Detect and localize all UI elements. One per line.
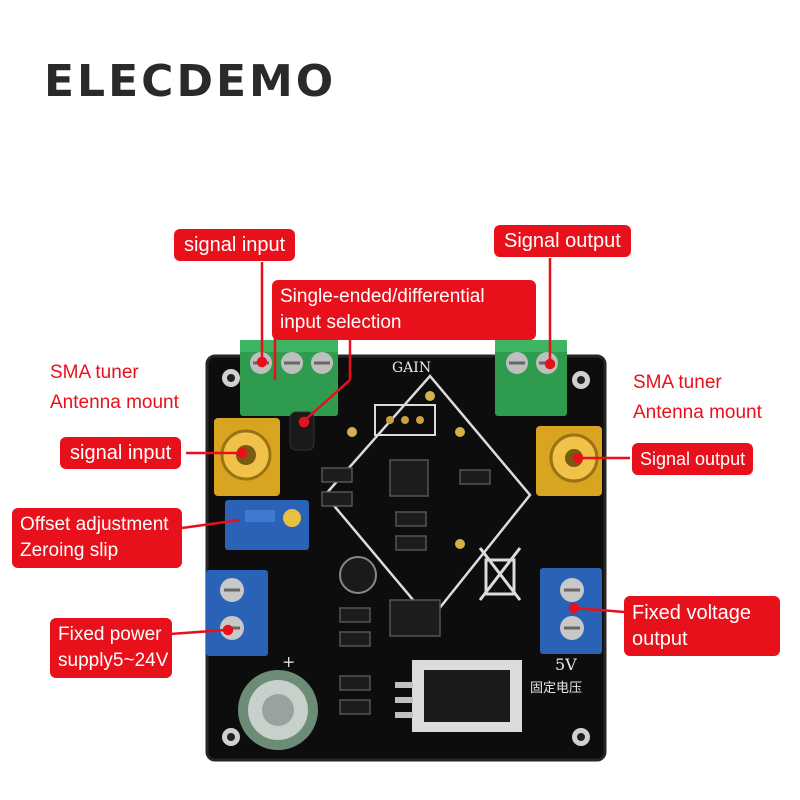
offset-potentiometer (225, 500, 309, 550)
callout-offset-line2: Zeroing slip (20, 540, 119, 561)
gain-jumper-footprint (374, 404, 436, 436)
fixed-voltage-cn-silkscreen: 固定电压 (530, 681, 582, 696)
five-v-silkscreen: 5V (555, 655, 577, 674)
small-capacitor (339, 556, 377, 594)
callout-offset-line1: Offset adjustment (20, 514, 169, 535)
callout-fixed-voltage-line1: Fixed voltage (632, 602, 751, 624)
sma-left-line2: Antenna mount (50, 392, 179, 413)
opamp-chip (389, 599, 441, 637)
callout-signal-output-right: Signal output (632, 443, 754, 475)
sma-left-label: SMA tuner Antenna mount (50, 358, 179, 418)
callout-signal-input-top: signal input (174, 229, 296, 261)
callout-fixed-power-line1: Fixed power (58, 624, 162, 645)
sma-right-line2: Antenna mount (633, 402, 762, 423)
instrumentation-amp-chip (389, 459, 429, 497)
gain-silkscreen: GAIN (392, 360, 431, 376)
brand-logo: ELECDEMO (44, 56, 337, 107)
sma-right-line1: SMA tuner (633, 372, 722, 393)
sma-left-line1: SMA tuner (50, 362, 139, 383)
callout-single-differential-selection: Single-ended/differential input selectio… (272, 280, 536, 340)
pcb-board-edge (205, 354, 607, 762)
pcb-board (207, 356, 605, 760)
power-terminal-block (206, 570, 268, 656)
plus-silkscreen: + (282, 652, 295, 671)
voltage-regulator (395, 660, 522, 732)
large-capacitor (238, 670, 318, 750)
callout-single-differential-line1: Single-ended/differential (280, 286, 485, 307)
callout-fixed-voltage-output: Fixed voltage output (624, 596, 780, 656)
callout-fixed-voltage-line2: output (632, 628, 688, 650)
sma-right-label: SMA tuner Antenna mount (633, 368, 762, 428)
callout-fixed-power-line2: supply5~24V (58, 650, 169, 671)
weee-bin-symbol (478, 547, 522, 601)
callout-signal-output-top: Signal output (494, 225, 631, 257)
sma-connector-right (536, 426, 602, 496)
chip-area (321, 459, 491, 715)
output-terminal-block (495, 340, 567, 416)
callout-single-differential-line2: input selection (280, 312, 402, 333)
callout-offset-adjustment: Offset adjustment Zeroing slip (12, 508, 182, 568)
callout-fixed-power-supply: Fixed power supply5~24V (50, 618, 172, 678)
callout-signal-input-left: signal input (60, 437, 182, 469)
mounting-holes (222, 369, 590, 746)
sma-connector-left (214, 418, 280, 496)
